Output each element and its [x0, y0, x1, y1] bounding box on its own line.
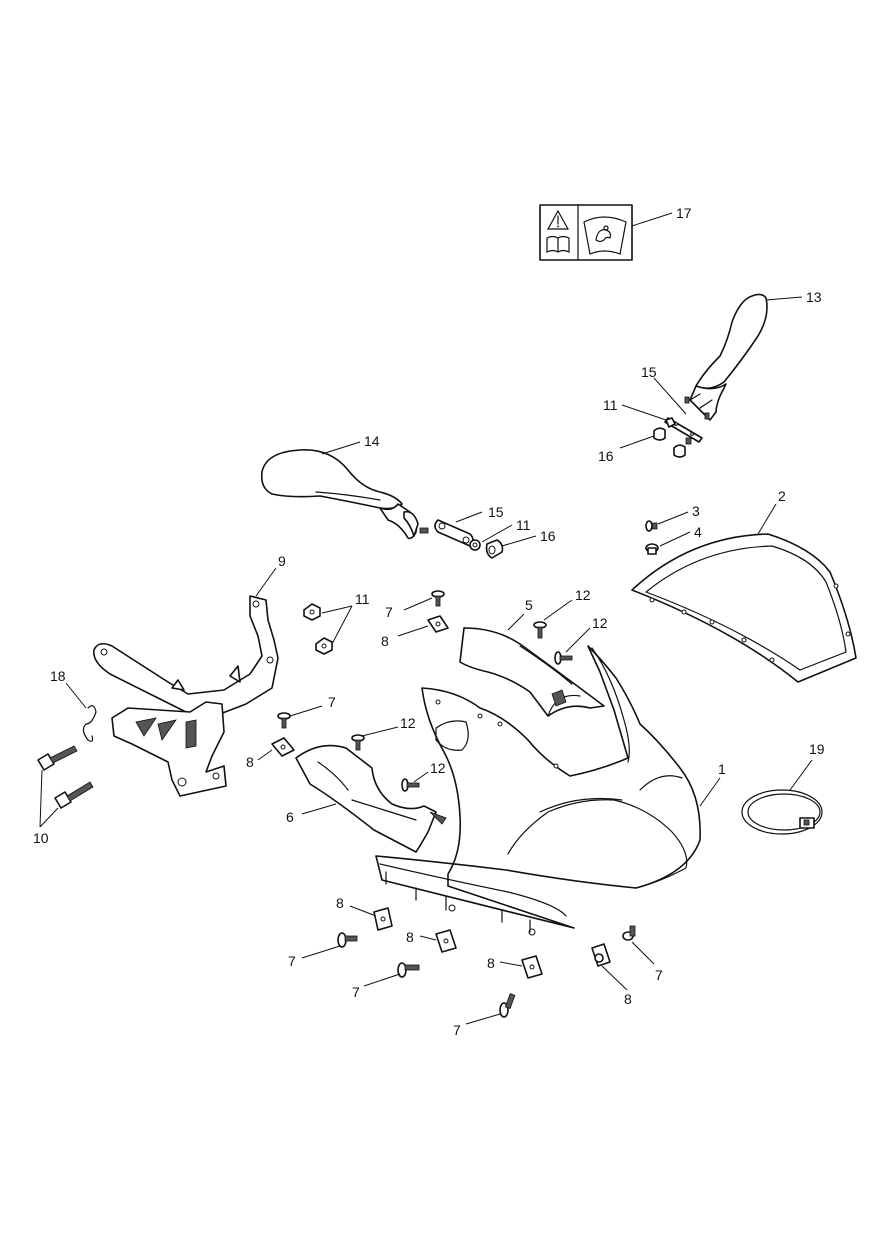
panel-screw-7b	[277, 712, 291, 729]
panel-speed-nut-upper	[427, 615, 449, 633]
callout-4: 4	[694, 524, 702, 540]
lower-screw-7e	[622, 925, 636, 941]
windscreen-well-nut	[645, 543, 659, 555]
right-mirror	[684, 293, 768, 421]
callout-7: 7	[328, 694, 336, 710]
bracket-bolt-lower	[54, 781, 94, 809]
right-mirror-nut	[665, 417, 676, 428]
bracket-nut-upper	[303, 603, 321, 621]
lower-screw-7c	[337, 932, 358, 948]
callout-17: 17	[676, 205, 692, 221]
leader-lines	[39, 212, 813, 1025]
callout-9: 9	[278, 553, 286, 569]
fairing-bracket	[93, 595, 279, 715]
callout-13: 13	[806, 289, 822, 305]
main-fairing	[375, 645, 701, 936]
callout-12: 12	[575, 587, 591, 603]
panel-screw-12c	[351, 734, 365, 751]
callout-8: 8	[624, 991, 632, 1007]
callout-15: 15	[641, 364, 657, 380]
lower-speed-nut-8f	[591, 943, 611, 967]
panel-screw-12d	[401, 778, 420, 792]
callout-16: 16	[598, 448, 614, 464]
callout-7: 7	[385, 604, 393, 620]
callout-11: 11	[603, 397, 618, 413]
callout-8: 8	[406, 929, 414, 945]
right-inner-panel	[459, 627, 605, 717]
callout-7: 7	[655, 967, 663, 983]
callout-14: 14	[364, 433, 380, 449]
callout-2: 2	[778, 488, 786, 504]
callout-1: 1	[718, 761, 726, 777]
manual-book-icon	[546, 235, 570, 253]
screen-cleaning-icon	[583, 216, 627, 255]
right-mirror-cap-nuts	[653, 427, 692, 458]
cable-tie	[741, 789, 823, 835]
lower-speed-nut-8e	[521, 955, 543, 979]
callout-15: 15	[488, 504, 504, 520]
callout-18: 18	[50, 668, 66, 684]
callout-6: 6	[286, 809, 294, 825]
callout-12: 12	[430, 760, 446, 776]
lower-screw-7f	[499, 993, 516, 1018]
bracket-nut-lower	[315, 637, 333, 655]
callout-labels: 17 13 15 11 16 14 15 11 16 3 4 2 9 11 7 …	[33, 205, 825, 1038]
panel-screw-upper	[431, 590, 445, 607]
left-inner-panel	[295, 744, 447, 853]
lower-speed-nut-8d	[435, 929, 457, 953]
callout-11: 11	[516, 517, 531, 533]
panel-screw-12b	[554, 651, 573, 665]
lower-screw-7d	[397, 962, 420, 978]
callout-8: 8	[336, 895, 344, 911]
windscreen-screw	[645, 520, 658, 532]
warning-triangle-icon	[546, 209, 570, 230]
windscreen	[631, 533, 857, 683]
left-mirror-nut	[469, 539, 481, 551]
left-mirror-cap-nut	[485, 539, 504, 559]
callout-7: 7	[352, 984, 360, 1000]
panel-screw-12a	[533, 621, 547, 639]
callout-5: 5	[525, 597, 533, 613]
left-mirror-mount-plate	[434, 519, 474, 547]
callout-12: 12	[592, 615, 608, 631]
callout-8: 8	[381, 633, 389, 649]
panel-speed-nut-8b	[271, 737, 295, 757]
bracket-bolt-upper	[37, 745, 78, 771]
callout-8: 8	[487, 955, 495, 971]
callout-10: 10	[33, 830, 49, 846]
spring-clip	[82, 705, 97, 742]
warning-label	[539, 204, 633, 261]
callout-11: 11	[355, 591, 370, 607]
callout-12: 12	[400, 715, 416, 731]
callout-7: 7	[453, 1022, 461, 1038]
lower-speed-nut-8c	[373, 907, 393, 931]
callout-7: 7	[288, 953, 296, 969]
left-mirror	[260, 449, 429, 540]
callout-8: 8	[246, 754, 254, 770]
callout-3: 3	[692, 503, 700, 519]
callout-16: 16	[540, 528, 556, 544]
callout-19: 19	[809, 741, 825, 757]
fairing-bracket-mount	[111, 701, 227, 797]
